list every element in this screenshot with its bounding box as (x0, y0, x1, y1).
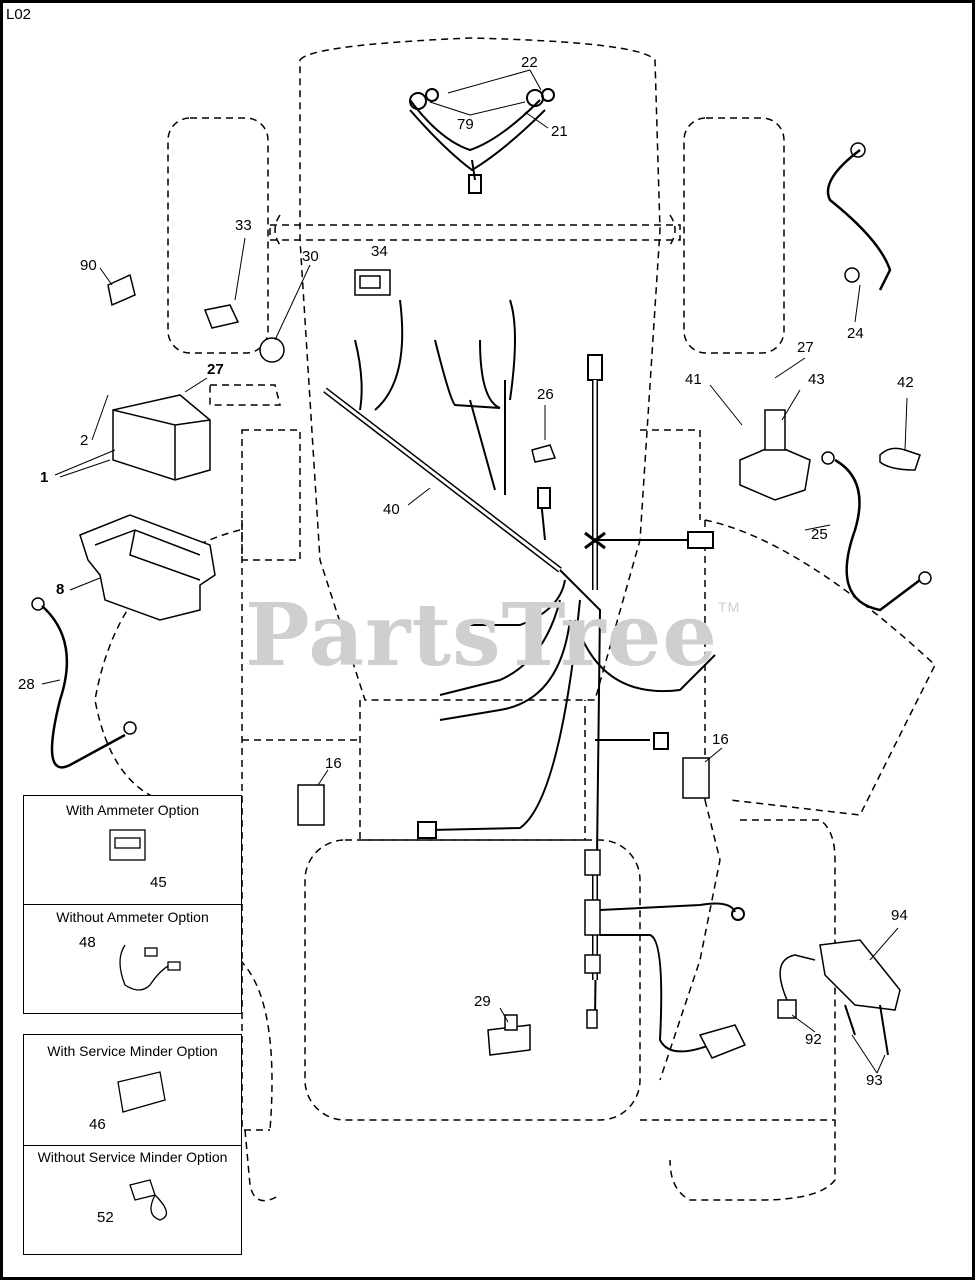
cable-24 (826, 149, 892, 291)
callout-46: 46 (89, 1116, 106, 1133)
option-title-no-service-minder: Without Service Minder Option (37, 1149, 228, 1165)
part-94-icon (819, 939, 901, 1011)
rear-left-wheel-outline (244, 1129, 281, 1202)
left-frame-rail (241, 520, 270, 1131)
callout-45: 45 (150, 874, 167, 891)
key-switch-icon (259, 337, 285, 363)
option-title-service-minder: With Service Minder Option (47, 1043, 218, 1059)
right-fender-outline (704, 519, 936, 816)
callout-2: 2 (80, 432, 89, 449)
callout-26: 26 (537, 386, 554, 403)
callout-34: 34 (371, 243, 388, 260)
cable-28 (41, 605, 126, 769)
tractor-outline (94, 37, 936, 1202)
cable-25 (834, 458, 921, 612)
components (79, 269, 921, 1059)
battery-box-icon (79, 514, 216, 621)
watermark-text: PartsTree (245, 585, 719, 686)
callout-90: 90 (80, 257, 97, 274)
callout-28: 28 (18, 676, 35, 693)
callout-41: 41 (685, 371, 702, 388)
option-title-ammeter: With Ammeter Option (65, 802, 200, 818)
front-axle-outline (269, 224, 681, 241)
part-90-icon (107, 273, 136, 307)
leader-lines (41, 69, 908, 1074)
page-code: L02 (6, 6, 32, 23)
callout-1: 1 (40, 469, 49, 486)
callout-48: 48 (79, 934, 96, 951)
rear-right-wheel-outline (669, 819, 836, 1201)
callout-27-battery: 27 (207, 361, 224, 378)
callout-33: 33 (235, 217, 252, 234)
watermark: PartsTreeTM (245, 585, 740, 686)
callout-22: 22 (521, 54, 538, 71)
callout-43: 43 (808, 371, 825, 388)
battery-region-outline (209, 384, 281, 406)
part-33-icon (203, 304, 240, 329)
front-right-wheel-outline (683, 117, 785, 354)
headlight-left-icon (409, 92, 427, 110)
boot-42-icon (879, 447, 921, 471)
callout-30: 30 (302, 248, 319, 265)
battery-cables (31, 142, 932, 769)
part-92-icon (777, 999, 797, 1019)
callout-25: 25 (811, 526, 828, 543)
center-frame (242, 700, 586, 841)
option-box-no-ammeter: Without Ammeter Option 48 (23, 904, 242, 1014)
front-left-wheel-outline (167, 117, 269, 354)
connector-block (587, 354, 603, 381)
switch-16-left-icon (297, 784, 325, 826)
callout-29: 29 (474, 993, 491, 1010)
callout-94: 94 (891, 907, 908, 924)
callout-16-left: 16 (325, 755, 342, 772)
deck-outline (304, 839, 641, 1121)
hood-outline (299, 37, 661, 701)
callout-21: 21 (551, 123, 568, 140)
battery-icon (112, 394, 211, 481)
solenoid-icon (739, 444, 811, 501)
main-wiring-harness (323, 299, 745, 1053)
callout-52: 52 (97, 1209, 114, 1226)
callout-27-solenoid: 27 (797, 339, 814, 356)
option-title-no-ammeter: Without Ammeter Option (56, 909, 209, 925)
option-box-service-minder: With Service Minder Option 46 (23, 1034, 242, 1146)
option-box-no-service-minder: Without Service Minder Option 52 (23, 1145, 242, 1255)
callout-16-right: 16 (712, 731, 729, 748)
callout-92: 92 (805, 1031, 822, 1048)
part-26-icon (531, 444, 557, 463)
headlight-harness (409, 88, 555, 194)
watermark-tm: TM (718, 599, 741, 615)
callout-42: 42 (897, 374, 914, 391)
switch-16-right-icon (682, 757, 710, 799)
callout-79: 79 (457, 116, 474, 133)
option-box-ammeter: With Ammeter Option 45 (23, 795, 242, 905)
callout-8: 8 (56, 581, 65, 598)
callout-24: 24 (847, 325, 864, 342)
callout-40: 40 (383, 501, 400, 518)
callout-93: 93 (866, 1072, 883, 1089)
connector-rear-icon (698, 1024, 747, 1059)
